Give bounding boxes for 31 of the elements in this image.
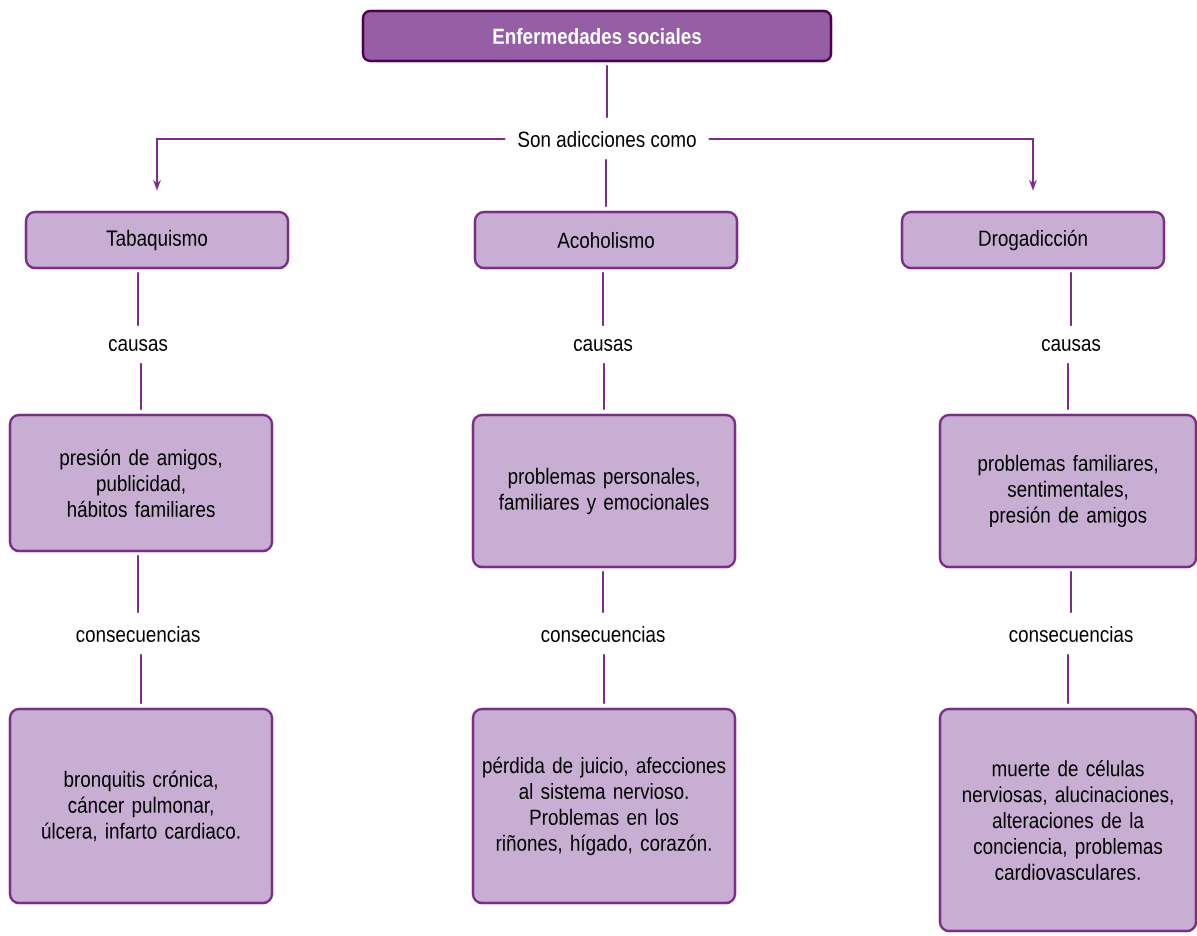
connector-text: causas bbox=[573, 339, 633, 351]
concept-box: muerte de células nerviosas, alucinaciones, alteraciones de la conciencia, problemas cardiovasculares. bbox=[938, 707, 1197, 933]
connector-text: Son adicciones como bbox=[518, 130, 696, 148]
connector-line bbox=[137, 554, 139, 614]
concept-box: pérdida de juicio, afecciones al sistema nervioso. Problemas en los riñones, hígado, corazón. bbox=[471, 707, 737, 905]
connector-line bbox=[602, 570, 604, 614]
connector-line bbox=[1067, 653, 1069, 705]
connector-text: consecuencias bbox=[76, 625, 200, 643]
connector-line bbox=[602, 271, 604, 327]
concept-box: Acoholismo bbox=[473, 210, 739, 270]
connector-line bbox=[140, 362, 142, 411]
connector-text: causas bbox=[108, 339, 168, 351]
connector-line bbox=[603, 653, 605, 705]
concept-box: Tabaquismo bbox=[24, 210, 290, 270]
concept-box: problemas personales, familiares y emocionales bbox=[471, 413, 737, 569]
connector-line bbox=[1070, 570, 1072, 614]
connector-line bbox=[137, 271, 139, 327]
connector-text: causas bbox=[1041, 339, 1101, 351]
connector-line bbox=[603, 362, 605, 411]
connector-text: consecuencias bbox=[1009, 625, 1133, 643]
connector-line bbox=[605, 158, 607, 208]
title-box: Enfermedades sociales bbox=[361, 9, 833, 63]
concept-box: Drogadicción bbox=[900, 210, 1166, 270]
connector-line bbox=[1067, 362, 1069, 411]
connector-line bbox=[1070, 271, 1072, 327]
connector-line bbox=[606, 64, 608, 119]
concept-box: bronquitis crónica, cáncer pulmonar, úlcera, infarto cardiaco. bbox=[8, 707, 274, 905]
concept-box: problemas familiares, sentimentales, presión de amigos bbox=[938, 413, 1197, 569]
connector-text: consecuencias bbox=[541, 625, 665, 643]
connector-line bbox=[140, 653, 142, 705]
concept-box: presión de amigos, publicidad, hábitos familiares bbox=[8, 413, 274, 553]
